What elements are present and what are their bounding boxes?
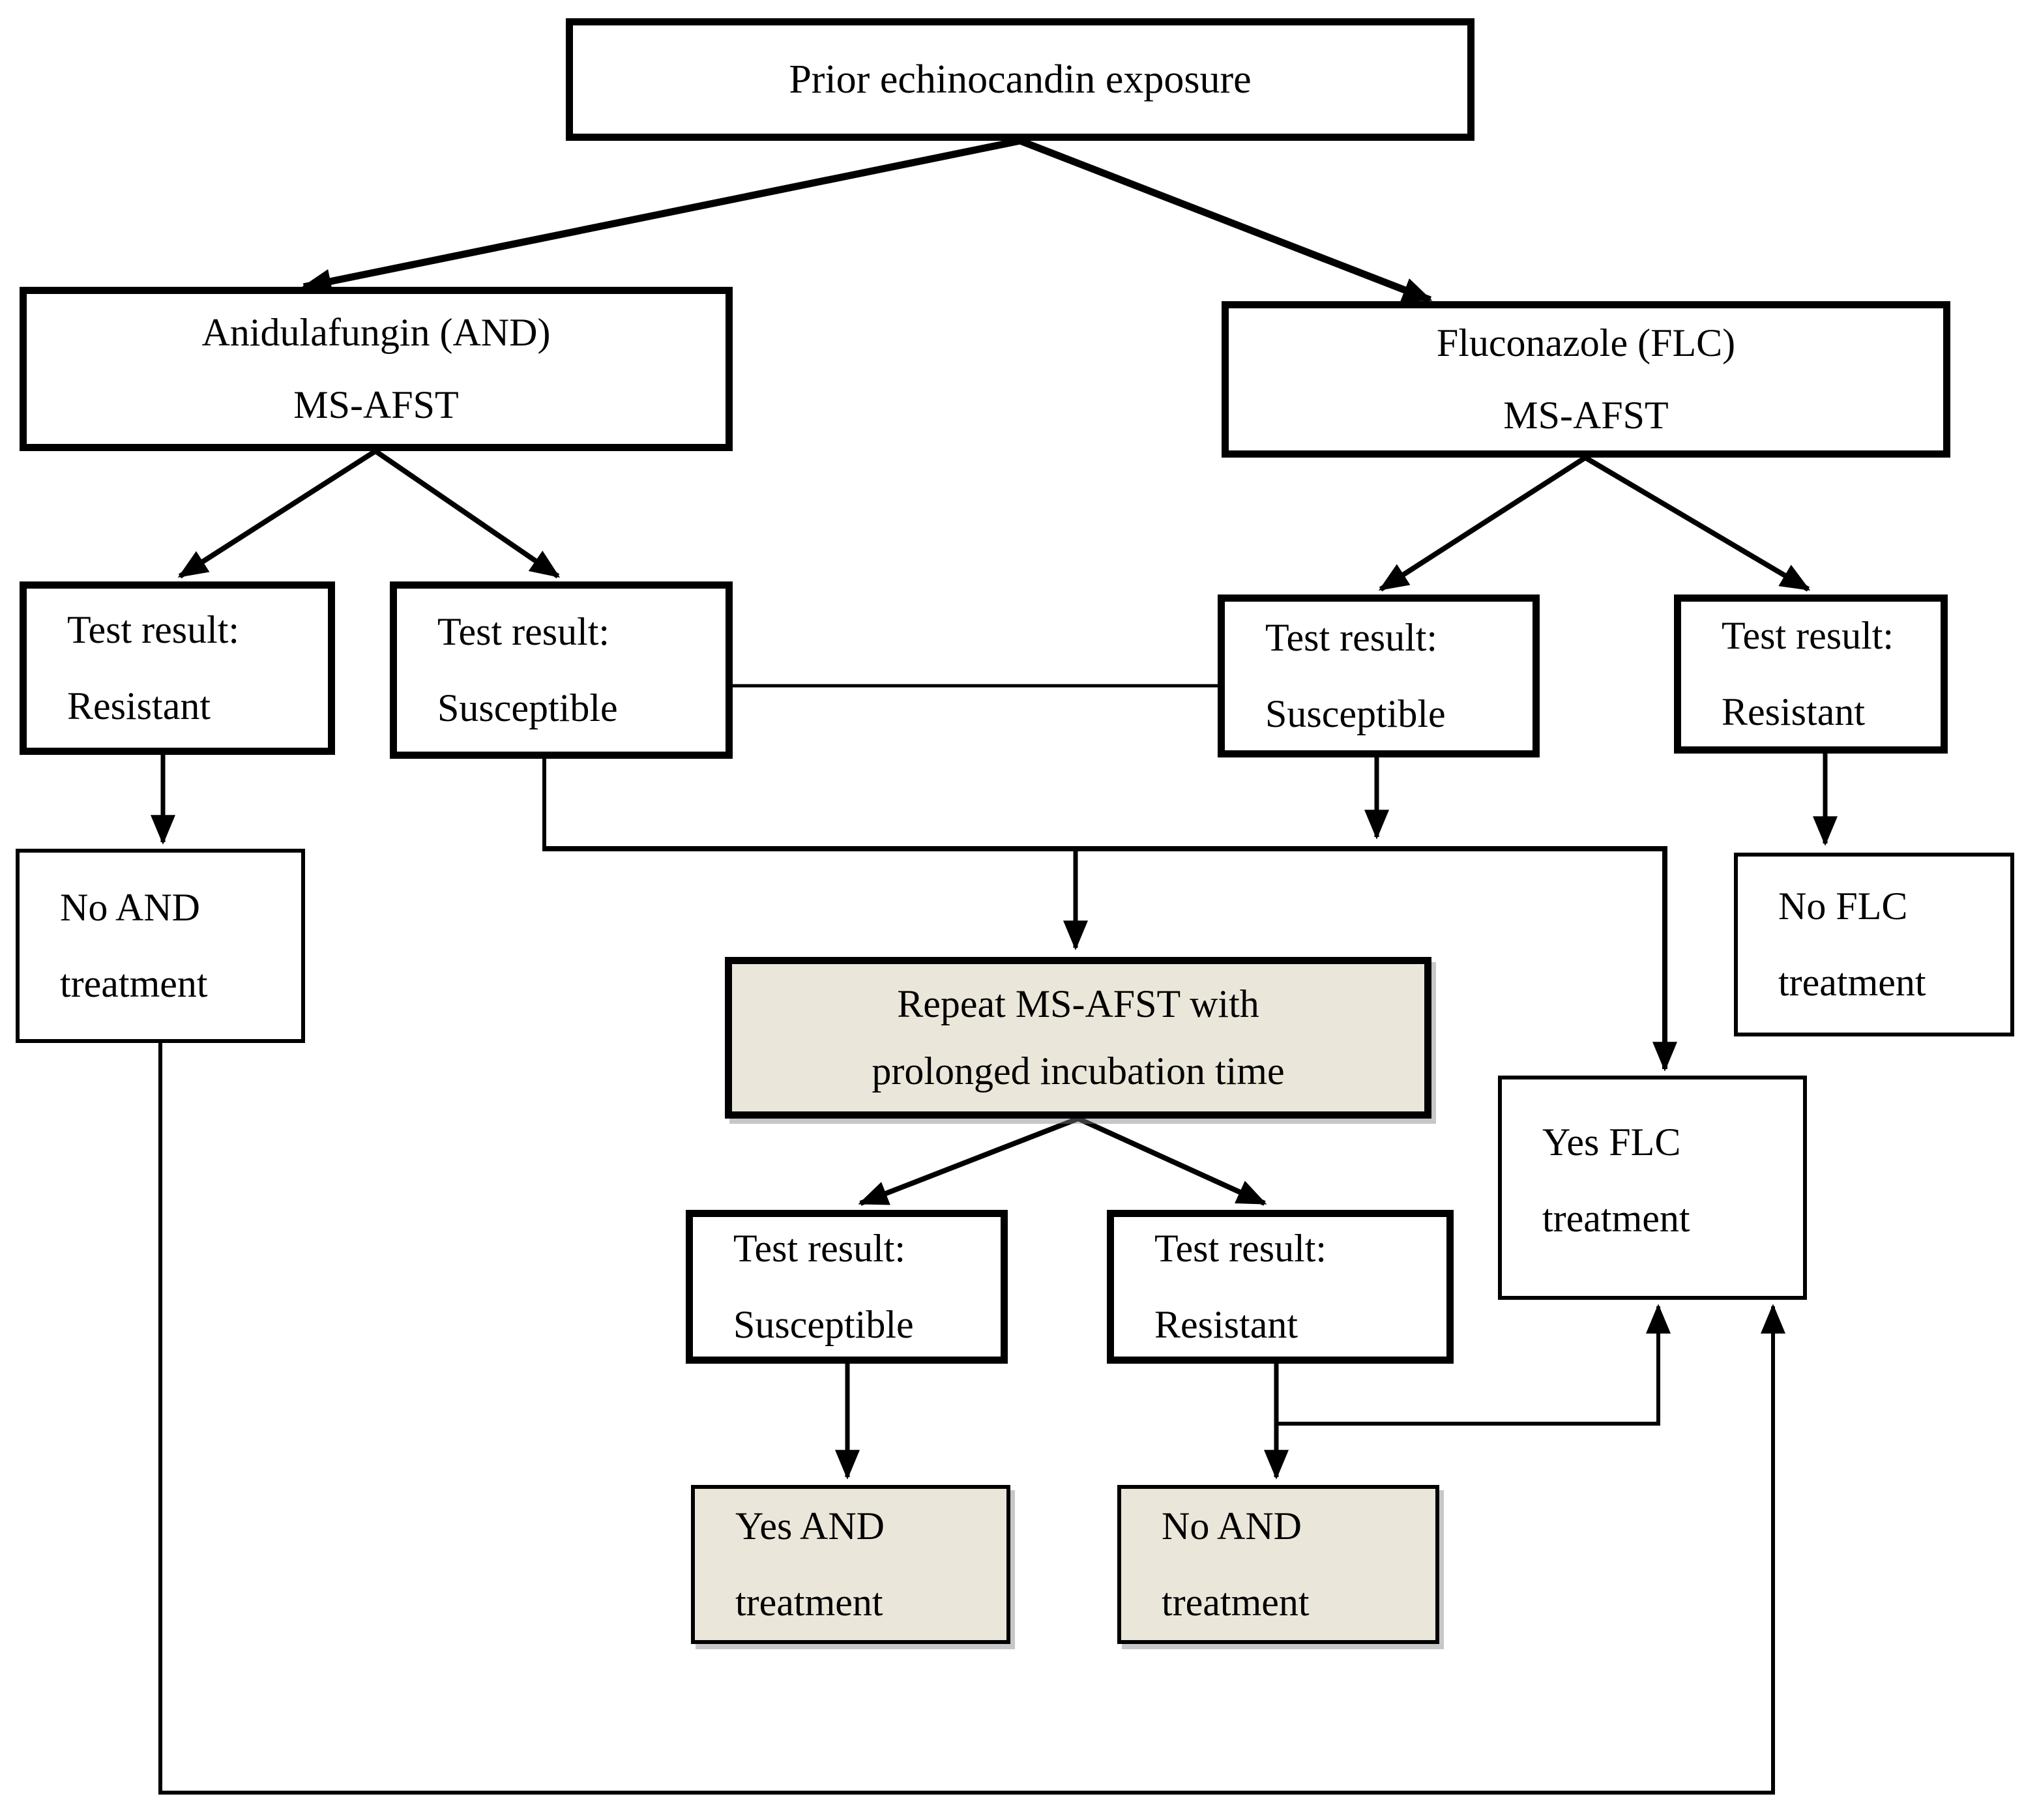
node-repeat-test-result-susceptible: Test result: Susceptible [686, 1210, 1008, 1364]
node-prior-echinocandin-exposure: Prior echinocandin exposure [566, 18, 1474, 141]
node-yes-flc-treatment: Yes FLC treatment [1498, 1076, 1807, 1300]
arrow-and-to-resistant [177, 448, 377, 579]
arrow-no-and-to-yes-flc [158, 1043, 1785, 1795]
node-no-and-treatment: No AND treatment [16, 849, 305, 1043]
node-repeat-msafst-prolonged-incubation: Repeat MS-AFST with prolonged incubation… [725, 957, 1431, 1119]
node-yes-and-treatment: Yes AND treatment [691, 1485, 1010, 1644]
arrow-repeat-to-resistant [1077, 1116, 1267, 1206]
node-repeat-test-result-resistant: Test result: Resistant [1107, 1210, 1454, 1364]
arrow-prior-to-and [301, 137, 1021, 294]
arrow-repeat-to-susceptible [858, 1116, 1079, 1206]
arrow-prior-to-flc [1019, 137, 1433, 304]
node-fluconazole-msafst: Fluconazole (FLC) MS-AFST [1222, 301, 1950, 458]
node-anidulafungin-msafst: Anidulafungin (AND) MS-AFST [20, 287, 733, 451]
arrow-flc-to-resistant [1583, 455, 1811, 592]
arrow-flc-to-susceptible [1378, 455, 1587, 592]
node-and-test-result-resistant: Test result: Resistant [20, 581, 335, 755]
node-and-test-result-susceptible: Test result: Susceptible [390, 581, 733, 759]
node-no-flc-treatment: No FLC treatment [1734, 853, 2014, 1036]
arrow-repeat-resistant-to-yes-flc [1276, 1304, 1671, 1426]
node-flc-test-result-susceptible: Test result: Susceptible [1218, 594, 1540, 757]
arrow-and-to-susceptible [374, 448, 561, 579]
node-no-and-treatment-final: No AND treatment [1117, 1485, 1439, 1644]
line-junction-to-yes-flc [542, 846, 1677, 1072]
node-flc-test-result-resistant: Test result: Resistant [1674, 594, 1948, 754]
